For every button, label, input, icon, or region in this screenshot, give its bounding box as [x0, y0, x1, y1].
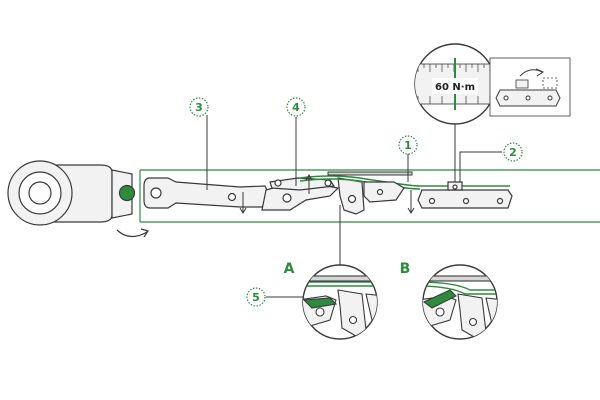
detail-label-a: A	[284, 261, 295, 277]
callout-5: 5	[246, 287, 266, 307]
svg-text:2: 2	[509, 146, 517, 159]
scale-reading: 60 N·m	[435, 82, 475, 93]
spring-strip	[299, 175, 510, 190]
cover-strip	[327, 171, 413, 176]
svg-text:1: 1	[404, 139, 412, 152]
toggle-linkage	[261, 177, 365, 215]
force-arrows-icon	[239, 174, 415, 214]
scale-detail-bubble: 60 N·m	[414, 43, 496, 125]
leader-lines	[206, 115, 502, 298]
rocker-block	[363, 181, 405, 203]
adjustment-slider	[417, 181, 513, 209]
ratchet-head	[7, 160, 136, 226]
callout-1: 1	[398, 135, 418, 155]
callout-4: 4	[286, 97, 306, 117]
adjuster-inset	[489, 57, 571, 117]
detail-view-a	[302, 264, 378, 340]
rotation-arrow-icon	[116, 228, 149, 238]
detail-view-b	[422, 264, 498, 340]
svg-text:5: 5	[252, 291, 260, 304]
callout-2: 2	[503, 142, 523, 162]
callout-3: 3	[189, 97, 209, 117]
detail-label-b: B	[400, 261, 411, 277]
svg-text:4: 4	[292, 101, 300, 114]
svg-text:3: 3	[195, 101, 203, 114]
lever-bar	[143, 177, 271, 209]
wrench-tube	[139, 169, 600, 223]
